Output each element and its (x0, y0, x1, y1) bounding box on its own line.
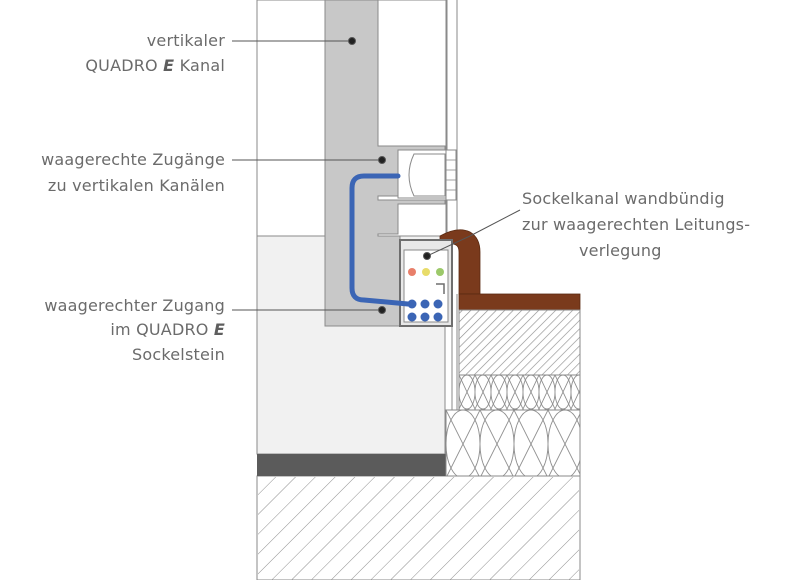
plinth-channel-clip (436, 283, 445, 294)
leader-dot-vertical-channel (348, 37, 356, 45)
cable-dot-blue-3 (433, 299, 443, 309)
cable-route (349, 173, 411, 307)
label-plinth-channel-line3: verlegung (579, 241, 662, 260)
label-horizontal-access-line1: waagerechte Zugänge (41, 150, 225, 169)
cable-dot-blue-1 (407, 299, 417, 309)
impact-insulation (458, 374, 581, 411)
cable-dot-green (436, 268, 444, 276)
access-plug (408, 153, 446, 197)
screed-layer (458, 309, 581, 376)
leader-dot-horizontal-access (378, 156, 386, 164)
thermal-insulation (445, 409, 581, 477)
label-plinth-access-line1: waagerechter Zugang (44, 296, 225, 315)
label-plinth-channel-line2: zur waagerechten Leitungs- (522, 215, 750, 234)
cable-dot-blue-5 (420, 312, 430, 322)
base-strip (257, 454, 446, 476)
access-cover (445, 149, 457, 201)
label-plinth-channel-line1: Sockelkanal wandbündig (522, 189, 725, 208)
label-plinth-access-line3: Sockelstein (132, 345, 225, 364)
label-vertical-channel-line1: vertikaler (147, 31, 225, 50)
cable-dot-blue-6 (433, 312, 443, 322)
leader-plinth-channel (469, 209, 521, 237)
cable-dot-blue-4 (407, 312, 417, 322)
plinth-channel-inner (403, 249, 449, 323)
floor-covering (458, 293, 581, 311)
cable-dot-blue-2 (420, 299, 430, 309)
label-horizontal-access-line2: zu vertikalen Kanälen (48, 176, 225, 195)
label-vertical-channel-line2: QUADRO E Kanal (85, 56, 225, 75)
label-plinth-access-line2: im QUADRO E (110, 320, 225, 339)
floor-edge-strip (439, 229, 481, 295)
vertical-channel (324, 0, 446, 327)
cable-dot-yellow (422, 268, 430, 276)
leader-dot-plinth-access (378, 306, 386, 314)
cable-dot-red (408, 268, 416, 276)
leader-dot-plinth-channel (423, 252, 431, 260)
foundation-hatch-fill (258, 477, 579, 580)
